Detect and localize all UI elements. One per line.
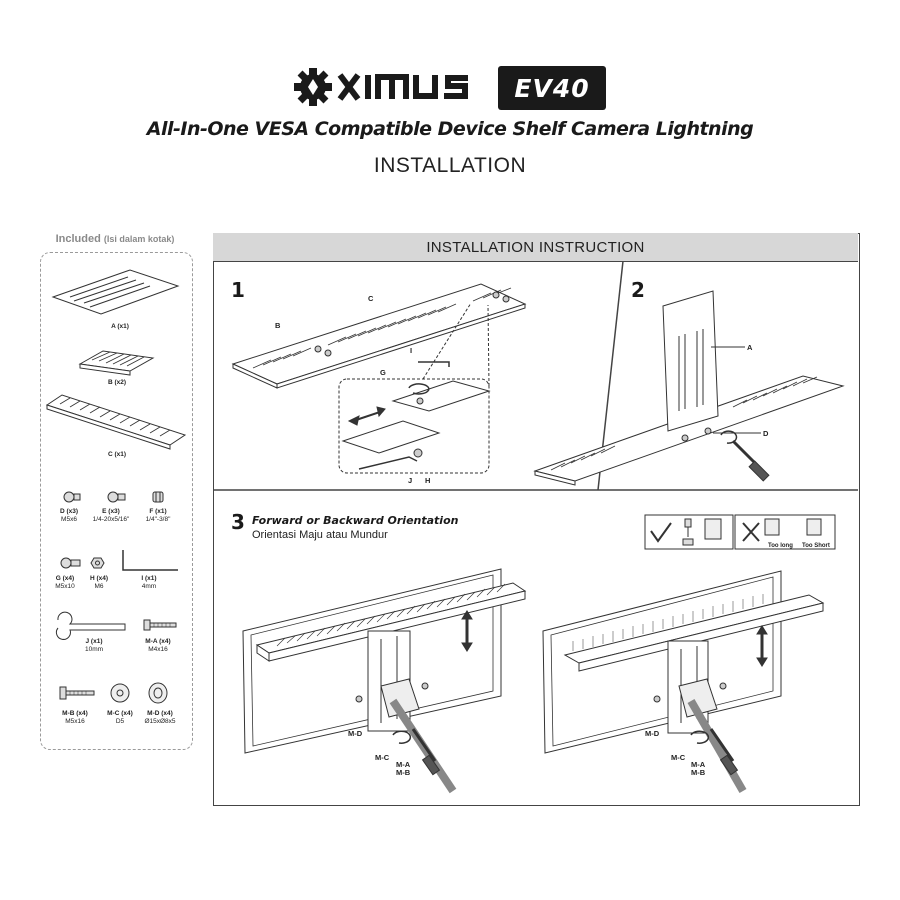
- part-h-nut-icon: [90, 557, 105, 569]
- step1-label-j: J: [408, 476, 412, 485]
- part-m-b-screw-icon: [59, 686, 95, 700]
- step1-number: 1: [231, 278, 245, 302]
- step1-label-i: I: [410, 346, 412, 355]
- part-label-g: G (x4)M5x10: [55, 575, 75, 590]
- part-f-adapter-icon: [152, 491, 164, 503]
- part-label-m-b: M-B (x4)M5x16: [62, 710, 88, 725]
- part-d-screw-icon: [63, 491, 81, 503]
- step3-incorrect-indicator: [734, 514, 836, 550]
- step3-subtitle: Orientasi Maju atau Mundur: [252, 529, 388, 541]
- part-label-h: H (x4)M6: [89, 575, 109, 590]
- step3-right-label-mb: M-B: [691, 768, 706, 777]
- page-title: INSTALLATION: [373, 154, 527, 177]
- included-parts-box: [40, 252, 193, 750]
- step3-left-label-md: M-D: [348, 729, 363, 738]
- part-i-allen-key-icon: [122, 550, 178, 571]
- model-badge: EV40: [498, 66, 606, 110]
- part-m-c-washer-icon: [110, 683, 130, 703]
- step1-zoom-detail-icon: [338, 302, 491, 474]
- step3-right-label-md: M-D: [645, 729, 660, 738]
- part-g-screw-icon: [60, 557, 81, 569]
- part-label-i: I (x1)4mm: [141, 575, 157, 590]
- step1-shelf-assembly-icon: [231, 283, 527, 389]
- included-title: Included (Isi dalam kotak): [55, 233, 175, 245]
- part-label-d: D (x3)M5x6: [59, 508, 79, 523]
- step1-label-b: B: [275, 321, 281, 330]
- step2-label-a: A: [747, 343, 753, 352]
- step3-left-label-mb: M-B: [396, 768, 411, 777]
- instruction-header: INSTALLATION INSTRUCTION: [213, 233, 858, 262]
- part-j-wrench-icon: [55, 611, 126, 640]
- part-a-plate-icon: [51, 269, 180, 315]
- included-parts-drawings: [45, 269, 187, 704]
- part-label-e: E (x3)1/4-20x5/16": [92, 508, 130, 523]
- step1-label-g: G: [380, 368, 386, 377]
- step2-plate-assembly-icon: [533, 290, 845, 486]
- step3-title: Forward or Backward Orientation: [252, 514, 459, 527]
- part-label-c: C (x1): [107, 451, 127, 458]
- step3-right-label-ma: M-A: [691, 760, 706, 769]
- step3-monitor-left-icon: [242, 568, 527, 794]
- part-c-shelf-icon: [45, 394, 187, 450]
- step1-label-h: H: [425, 476, 430, 485]
- part-label-j: J (x1)10mm: [84, 638, 104, 653]
- part-label-m-a: M-A (x4)M4x16: [145, 638, 171, 653]
- part-label-m-c: M-C (x4)D5: [107, 710, 133, 725]
- step3-number: 3: [231, 510, 245, 534]
- step1-label-c: C: [368, 294, 374, 303]
- step3-correct-indicator: [644, 514, 734, 550]
- step3-monitor-right-icon: [542, 570, 825, 794]
- instruction-drawings: 1 B C I G J H 2 A D: [213, 261, 858, 794]
- part-e-screw-icon: [107, 491, 126, 503]
- part-m-d-spacer-icon: [148, 682, 168, 704]
- part-label-f: F (x1)1/4"-3/8": [145, 508, 171, 523]
- part-m-a-screw-icon: [143, 619, 177, 631]
- step3-left-label-ma: M-A: [396, 760, 411, 769]
- too-short-label: Too Short: [802, 543, 830, 549]
- brand-logo: [294, 68, 468, 106]
- part-label-a: A (x1): [111, 323, 129, 330]
- too-long-label: Too long: [768, 543, 793, 549]
- step2-number: 2: [631, 278, 645, 302]
- step3-right-label-mc: M-C: [671, 753, 686, 762]
- part-label-b: B (x2): [107, 379, 127, 386]
- step2-label-d: D: [763, 429, 769, 438]
- product-subtitle: All-In-One VESA Compatible Device Shelf …: [146, 118, 754, 140]
- part-b-shelf-icon: [78, 350, 155, 376]
- part-label-m-d: M-D (x4)Ø15xØ8x5: [144, 710, 176, 725]
- step3-left-label-mc: M-C: [375, 753, 390, 762]
